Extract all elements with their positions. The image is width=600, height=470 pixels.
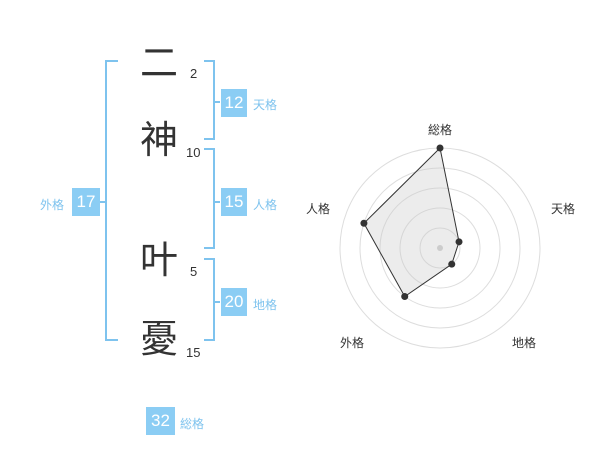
- radar-point-2: [448, 260, 456, 268]
- radar-axis-label-chikaku: 地格: [512, 335, 536, 350]
- radar-series-polygon: [363, 146, 460, 298]
- radar-point-1: [455, 238, 463, 246]
- name-char-4: 憂: [140, 317, 179, 361]
- radar-ring: [379, 187, 501, 309]
- name-char-2: 神: [140, 118, 179, 162]
- soukaku-value-badge: 32: [146, 407, 175, 435]
- stroke-count-4: 15: [186, 345, 201, 360]
- name-char-1: 二: [140, 41, 179, 85]
- jinkaku-label: 人格: [253, 198, 278, 212]
- radar-point-4: [360, 219, 368, 227]
- radar-chart: [339, 144, 541, 349]
- gaikaku-value-badge: 17: [72, 188, 100, 216]
- jinkaku-value-badge: 15: [221, 188, 247, 216]
- radar-axis-label-soukaku: 総格: [428, 122, 452, 137]
- stroke-count-3: 5: [190, 264, 198, 279]
- tenkaku-label: 天格: [253, 98, 278, 112]
- radar-ring: [419, 227, 461, 269]
- radar-ring: [359, 167, 521, 329]
- radar-axis-label-gaikaku: 外格: [340, 335, 364, 350]
- stroke-count-2: 10: [186, 145, 201, 160]
- jinkaku-bracket: [204, 148, 215, 249]
- chikaku-bracket: [204, 258, 215, 341]
- radar-point-0: [436, 144, 444, 152]
- radar-axis-label-jinkaku: 人格: [306, 201, 330, 216]
- tenkaku-value-badge: 12: [221, 89, 247, 117]
- gaikaku-label: 外格: [40, 198, 65, 212]
- radar-point-3: [401, 293, 409, 301]
- stroke-count-1: 2: [190, 66, 198, 81]
- chikaku-label: 地格: [253, 298, 278, 312]
- radar-axis-label-tenkaku: 天格: [551, 201, 575, 216]
- chikaku-value-badge: 20: [221, 288, 247, 316]
- name-char-3: 叶: [140, 238, 179, 282]
- radar-ring: [399, 207, 481, 289]
- radar-center-dot: [437, 245, 443, 251]
- soukaku-label: 総格: [180, 417, 205, 431]
- gaikaku-bracket: [105, 60, 118, 341]
- tenkaku-bracket: [204, 60, 215, 140]
